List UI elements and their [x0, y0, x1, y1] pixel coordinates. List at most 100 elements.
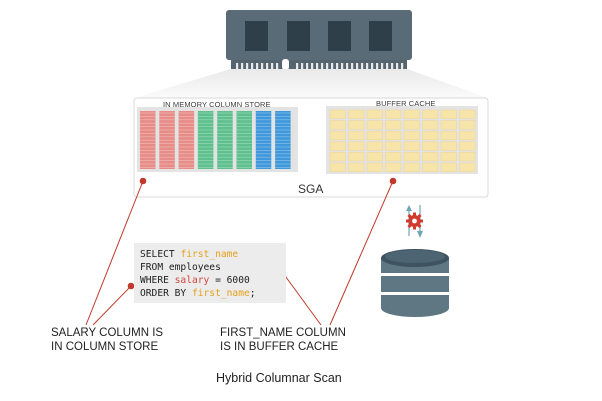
column-store-column — [236, 111, 252, 169]
chip-pin — [346, 63, 349, 69]
chip-pin — [381, 63, 384, 69]
chip-pin — [256, 63, 259, 69]
buffer-block — [403, 120, 420, 130]
memory-chip-icon — [226, 10, 412, 70]
buffer-block — [348, 130, 365, 141]
salary-callout: SALARY COLUMN IS IN COLUMN STORE — [51, 326, 163, 354]
sql-where-column: salary — [174, 275, 210, 286]
buffer-block — [422, 152, 439, 162]
chip-pin — [296, 63, 299, 69]
buffer-block — [403, 141, 420, 151]
buffer-block — [440, 141, 457, 151]
buffer-block — [385, 120, 402, 130]
chip-pin — [341, 63, 344, 69]
buffer-block — [403, 109, 420, 119]
buffer-block — [366, 162, 383, 172]
column-store-column — [159, 111, 175, 169]
buffer-block — [459, 162, 476, 172]
buffer-block — [459, 141, 476, 151]
column-store-title: IN MEMORY COLUMN STORE — [163, 100, 271, 109]
buffer-block — [348, 109, 365, 119]
buffer-block — [459, 120, 476, 130]
chip-pin — [246, 63, 249, 69]
buffer-block — [459, 152, 476, 162]
sql-where-value: = 6000 — [209, 275, 250, 286]
buffer-block — [422, 109, 439, 119]
memory-projection — [134, 69, 488, 98]
column-store-column — [217, 111, 233, 169]
buffer-block — [329, 141, 346, 151]
chip-pin — [316, 63, 319, 69]
buffer-block — [366, 109, 383, 119]
buffer-block — [385, 130, 402, 141]
first-name-callout-line2: IS IN BUFFER CACHE — [220, 341, 339, 353]
sql-code: SELECT first_name FROM employees WHERE s… — [140, 248, 256, 300]
chip-pin — [336, 63, 339, 69]
buffer-block — [366, 120, 383, 130]
sql-from-line: FROM employees — [140, 262, 221, 273]
sql-select-column: first_name — [180, 249, 239, 260]
buffer-cache — [326, 106, 478, 174]
buffer-block — [440, 162, 457, 172]
chip-pin — [401, 63, 404, 69]
buffer-block — [440, 130, 457, 141]
sql-order-column: first_name — [191, 288, 250, 299]
first-name-callout-line1: FIRST_NAME COLUMN — [220, 327, 346, 339]
chip-pin — [311, 63, 314, 69]
chip-pin — [356, 63, 359, 69]
column-store-column — [178, 111, 195, 169]
sql-order-end: ; — [249, 288, 256, 299]
chip-pin — [386, 63, 389, 69]
buffer-block — [422, 130, 439, 141]
buffer-block — [422, 141, 439, 151]
column-store-column — [255, 111, 272, 169]
buffer-block — [329, 162, 346, 172]
buffer-block — [385, 162, 402, 172]
buffer-block — [403, 162, 420, 172]
chip-pin — [271, 63, 274, 69]
sql-code-box — [134, 243, 286, 303]
sql-select-keyword: SELECT — [140, 249, 181, 260]
database-disk-icon — [381, 249, 449, 317]
buffer-block — [422, 120, 439, 130]
chip-pin — [251, 63, 254, 69]
buffer-block — [348, 120, 365, 130]
buffer-block — [385, 141, 402, 151]
chip-pin — [366, 63, 369, 69]
chip-pin — [266, 63, 269, 69]
buffer-block — [459, 109, 476, 119]
buffer-block — [329, 120, 346, 130]
chip-pin — [391, 63, 394, 69]
chip-pin — [376, 63, 379, 69]
column-store-column — [197, 111, 214, 169]
sql-order-keyword: ORDER BY — [140, 288, 192, 299]
sql-where-keyword: WHERE — [140, 275, 175, 286]
buffer-block — [366, 141, 383, 151]
buffer-block — [366, 152, 383, 162]
connector-lines — [85, 180, 394, 326]
column-store — [137, 107, 298, 172]
buffer-block — [385, 109, 402, 119]
chip-pin — [321, 63, 324, 69]
buffer-block — [329, 130, 346, 141]
chip-pin — [261, 63, 264, 69]
buffer-block — [348, 162, 365, 172]
buffer-block — [440, 120, 457, 130]
column-store-column — [275, 111, 291, 169]
chip-pin — [236, 63, 239, 69]
chip-pin — [361, 63, 364, 69]
buffer-block — [348, 152, 365, 162]
first-name-callout: FIRST_NAME COLUMN IS IN BUFFER CACHE — [220, 326, 346, 354]
salary-callout-line1: SALARY COLUMN IS — [51, 327, 164, 339]
chip-pin — [326, 63, 329, 69]
chip-pin — [371, 63, 374, 69]
buffer-block — [385, 152, 402, 162]
buffer-block — [366, 130, 383, 141]
buffer-block — [403, 152, 420, 162]
chip-pin — [276, 63, 279, 69]
chip-pin — [301, 63, 304, 69]
buffer-block — [329, 152, 346, 162]
chip-pin — [241, 63, 244, 69]
buffer-cache-title: BUFFER CACHE — [376, 99, 436, 108]
